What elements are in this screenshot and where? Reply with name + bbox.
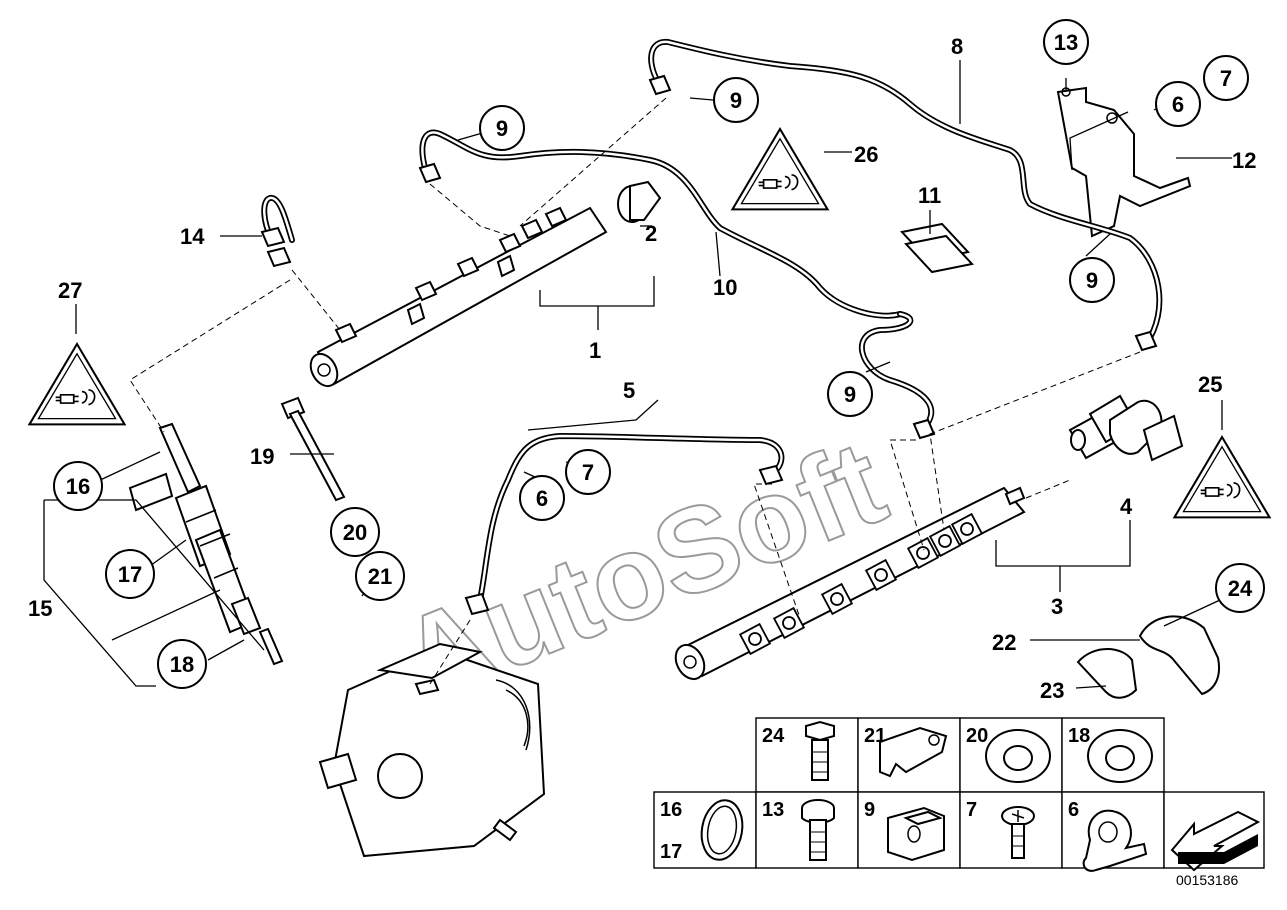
callout-19: 19 <box>250 444 274 469</box>
table-label-17: 17 <box>660 841 682 863</box>
callout-7-a: 7 <box>582 460 594 485</box>
callout-3: 3 <box>1051 594 1063 619</box>
callout-23: 23 <box>1040 678 1064 703</box>
warning-triangle-27 <box>28 342 126 426</box>
arrow-icon <box>1170 810 1261 872</box>
callout-9-b: 9 <box>730 88 742 113</box>
callout-4: 4 <box>1120 494 1133 519</box>
table-label-13: 13 <box>762 799 784 821</box>
table-label-7: 7 <box>966 799 977 821</box>
fuel-pipes <box>260 38 1163 616</box>
clip-part-11 <box>900 222 974 274</box>
callout-25: 25 <box>1198 372 1222 397</box>
screw-7-picture <box>1001 806 1035 859</box>
callout-24: 24 <box>1228 576 1253 601</box>
callout-1: 1 <box>589 338 601 363</box>
callout-8: 8 <box>951 34 963 59</box>
bolt-24-picture <box>805 720 835 781</box>
rail-cap-part-2 <box>617 180 662 223</box>
drawing-number: 00153186 <box>1176 872 1239 888</box>
callouts-circled: 9 9 9 9 13 6 7 7 6 16 17 18 20 21 24 <box>53 19 1265 689</box>
callout-11: 11 <box>918 183 941 208</box>
clamp-parts-22-24 <box>1076 615 1220 699</box>
callout-20: 20 <box>343 520 367 545</box>
table-label-20: 20 <box>966 725 988 747</box>
callout-10: 10 <box>713 275 737 300</box>
warning-triangle-25 <box>1173 435 1271 519</box>
callout-13: 13 <box>1054 30 1078 55</box>
callout-9-d: 9 <box>844 382 856 407</box>
high-pressure-pump <box>318 642 546 858</box>
callouts-plain: 1 2 3 4 5 8 10 11 12 14 15 19 22 23 25 2… <box>28 34 1256 703</box>
callout-9-c: 9 <box>1086 268 1098 293</box>
callout-21: 21 <box>368 564 392 589</box>
washer-20-picture <box>985 729 1051 783</box>
fuel-rail-upper <box>309 206 608 388</box>
callout-18: 18 <box>170 652 194 677</box>
callout-14: 14 <box>180 224 205 249</box>
oring-16-picture <box>700 799 744 861</box>
clip-21-picture <box>879 726 948 778</box>
grommet-9-picture <box>887 806 945 862</box>
callout-6-a: 6 <box>536 486 548 511</box>
table-label-6: 6 <box>1068 799 1079 821</box>
callout-15: 15 <box>28 596 52 621</box>
clamp-6-picture <box>1082 809 1148 872</box>
bracket-part-12 <box>1056 86 1192 238</box>
callout-26: 26 <box>854 142 878 167</box>
table-label-16: 16 <box>660 799 682 821</box>
callout-27: 27 <box>58 278 82 303</box>
callout-6-b: 6 <box>1172 92 1184 117</box>
callout-16: 16 <box>66 474 90 499</box>
dashed-connectors <box>129 97 1141 685</box>
callout-12: 12 <box>1232 148 1256 173</box>
table-label-24: 24 <box>762 725 785 747</box>
callout-2: 2 <box>645 221 657 246</box>
callout-5: 5 <box>623 378 635 403</box>
callout-22: 22 <box>992 630 1016 655</box>
pressure-regulator-part-4 <box>1068 394 1184 462</box>
injector-part-15 <box>128 422 284 666</box>
fuel-rail-lower <box>674 486 1026 681</box>
bolt-13-picture <box>801 799 835 861</box>
bolt-part-19 <box>280 396 346 502</box>
table-label-18: 18 <box>1068 725 1090 747</box>
washer-18-picture <box>1087 729 1153 783</box>
table-label-9: 9 <box>864 799 875 821</box>
callout-17: 17 <box>118 562 142 587</box>
parts-table: 24 21 20 18 16 17 13 9 7 6 <box>653 717 1265 872</box>
warning-triangle-26 <box>731 127 829 211</box>
callout-7-b: 7 <box>1220 66 1232 91</box>
callout-9-a: 9 <box>496 116 508 141</box>
